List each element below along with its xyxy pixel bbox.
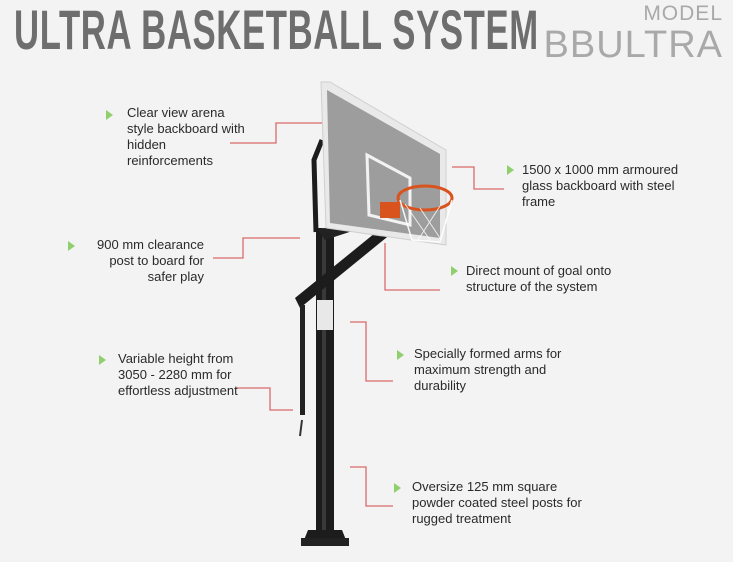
feature-callout: Oversize 125 mm square powder coated ste… xyxy=(412,479,602,527)
bullet-icon xyxy=(99,355,106,365)
bullet-icon xyxy=(507,165,514,175)
feature-callout: Variable height from 3050 - 2280 mm for … xyxy=(118,351,238,399)
rim-bracket xyxy=(380,202,400,218)
post-label xyxy=(317,300,333,330)
feature-callout: Clear view arena style backboard with hi… xyxy=(127,105,247,169)
base-plate xyxy=(304,530,346,540)
net xyxy=(399,199,453,243)
model-code: BBULTRA xyxy=(543,24,723,66)
rim xyxy=(396,184,454,212)
bullet-icon xyxy=(106,110,113,120)
feature-callout: Specially formed arms for maximum streng… xyxy=(414,346,584,394)
height-adjuster xyxy=(300,305,305,415)
feature-text: 900 mm clearance post to board for safer… xyxy=(97,237,204,284)
feature-text: Oversize 125 mm square powder coated ste… xyxy=(412,479,582,526)
feature-callout: Direct mount of goal onto structure of t… xyxy=(466,263,636,295)
feature-text: Variable height from 3050 - 2280 mm for … xyxy=(118,351,238,398)
connector-lines xyxy=(213,122,504,507)
model-label: MODEL xyxy=(643,2,723,25)
feature-callout: 1500 x 1000 mm armoured glass backboard … xyxy=(522,162,697,210)
feature-text: Direct mount of goal onto structure of t… xyxy=(466,263,612,294)
page-title: ULTRA BASKETBALL SYSTEM xyxy=(14,0,539,61)
lower-arm xyxy=(295,225,392,308)
feature-text: Clear view arena style backboard with hi… xyxy=(127,105,245,168)
bullet-icon xyxy=(397,350,404,360)
bullet-icon xyxy=(68,241,75,251)
bullet-icon xyxy=(394,483,401,493)
feature-text: 1500 x 1000 mm armoured glass backboard … xyxy=(522,162,679,209)
feature-callout: 900 mm clearance post to board for safer… xyxy=(84,237,204,285)
feature-text: Specially formed arms for maximum streng… xyxy=(414,346,562,393)
bullet-icon xyxy=(451,266,458,276)
